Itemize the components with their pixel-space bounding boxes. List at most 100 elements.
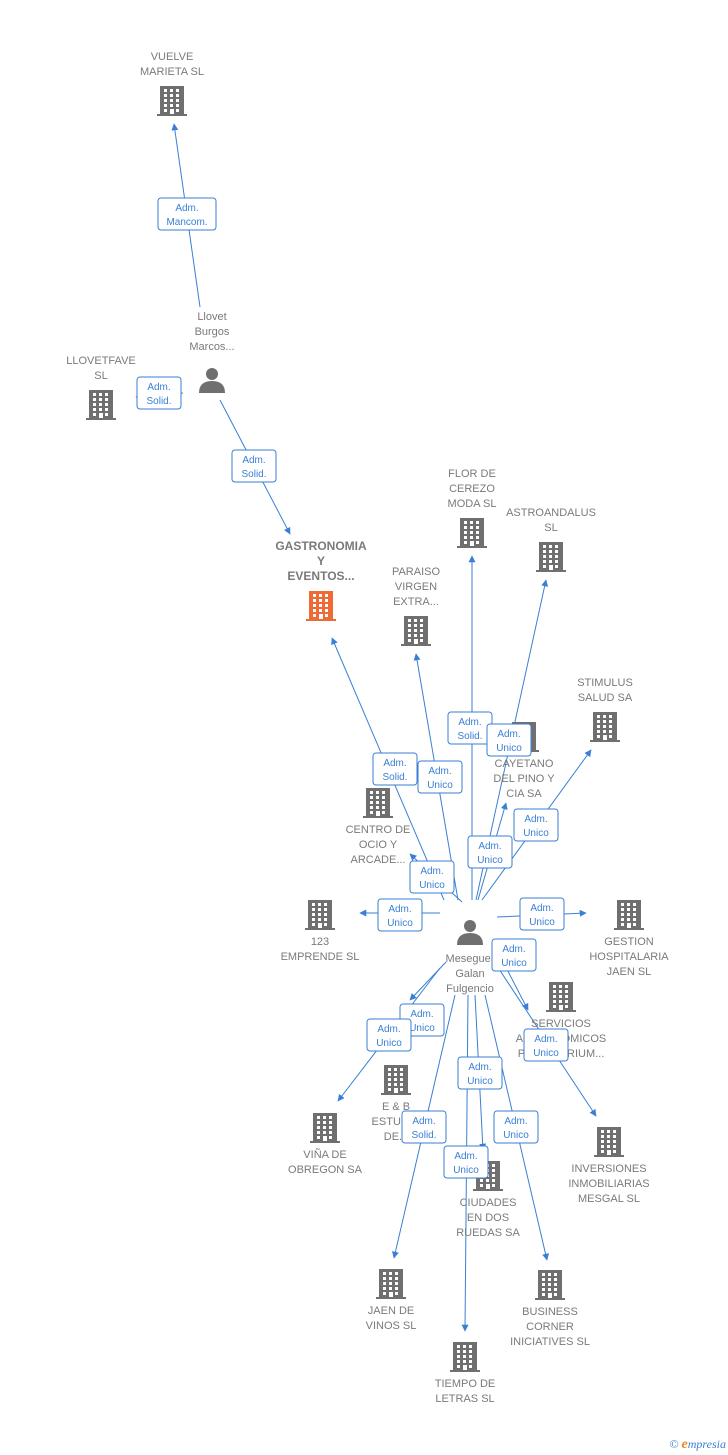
building-icon — [594, 1127, 624, 1157]
edge-label-llovet-to-gastronomia[interactable]: Adm.Solid. — [231, 449, 277, 483]
edge-label-llovet-to-vuelve[interactable]: Adm. Mancom. — [157, 197, 217, 231]
node-label: INVERSIONES — [571, 1163, 646, 1175]
node-label: JAEN DE — [368, 1305, 414, 1317]
node-label: RUEDAS SA — [456, 1227, 520, 1239]
edge-label-meseguer-to-ciudades[interactable]: Adm.Unico — [457, 1056, 503, 1090]
node-label: GASTRONOMIA — [275, 539, 367, 553]
node-label: INICIATIVES SL — [510, 1336, 590, 1348]
edge-label-text: Adm. — [377, 1024, 400, 1035]
edge-label-meseguer-to-flor[interactable]: Adm. Solid. — [447, 711, 493, 745]
edge-label-text: Unico — [533, 1048, 559, 1059]
edge-label-text: Adm. — [388, 904, 411, 915]
edge-label-text: Adm. — [458, 717, 481, 728]
edge-label-text: Adm. — [412, 1116, 435, 1127]
node-label: Galan — [455, 968, 484, 980]
building-icon — [305, 900, 335, 930]
edge-label-meseguer-to-paraiso[interactable]: Adm. Unico — [417, 760, 463, 794]
edge-label-text: Unico — [453, 1165, 479, 1176]
node-label: TIEMPO DE — [435, 1378, 496, 1390]
edge-label-text: Adm. — [420, 866, 443, 877]
edge-label-text: Adm. — [175, 203, 198, 214]
node-label: CEREZO — [449, 483, 495, 495]
edge-label-meseguer-to-astroandalus[interactable]: Adm.Unico — [486, 723, 532, 757]
edge-label-meseguer-to-tiempo[interactable]: Adm.Unico — [443, 1145, 489, 1179]
node-label: LLOVETFAVE — [66, 355, 136, 367]
edge-label-text: Unico — [467, 1076, 493, 1087]
node-llovetfave[interactable]: LLOVETFAVE SL — [66, 355, 136, 420]
node-label: Burgos — [195, 326, 230, 338]
node-label: MESGAL SL — [578, 1193, 640, 1205]
edge-label-text: Unico — [427, 780, 453, 791]
brand-logo-text: mpresia — [687, 1437, 726, 1451]
edge-label-text: Solid. — [411, 1130, 436, 1141]
edge-label-meseguer-to-business[interactable]: Adm.Unico — [493, 1110, 539, 1144]
edge-label-meseguer-to-gastronomia[interactable]: Adm.Solid. — [372, 752, 418, 786]
building-icon — [590, 712, 620, 742]
building-icon — [401, 616, 431, 646]
node-label: Llovet — [197, 311, 226, 323]
edge-label-meseguer-to-vina[interactable]: Adm. Unico — [366, 1018, 412, 1052]
edge-label-text: Adm. — [428, 766, 451, 777]
edge-label-meseguer-to-centro[interactable]: Adm.Unico — [409, 860, 455, 894]
node-gastronomia[interactable]: GASTRONOMIAYEVENTOS... — [275, 539, 367, 621]
node-label: CENTRO DE — [346, 824, 411, 836]
edge-label-text: Adm. — [502, 944, 525, 955]
edge-label-meseguer-to-gestion[interactable]: Adm.Unico — [519, 897, 565, 931]
node-label: GESTION — [604, 936, 654, 948]
edge-label-text: Adm. — [410, 1009, 433, 1020]
building-icon — [614, 900, 644, 930]
node-label: VIRGEN — [395, 581, 437, 593]
edge-label-meseguer-to-servicios[interactable]: Adm.Unico — [491, 938, 537, 972]
edge-label-text: Adm. — [534, 1034, 557, 1045]
building-icon — [363, 788, 393, 818]
node-label: ASTROANDALUS — [506, 507, 596, 519]
node-label: CIA SA — [506, 788, 542, 800]
node-tiempo[interactable]: TIEMPO DE LETRAS SL — [435, 1342, 496, 1405]
edge-label-text: Adm. — [478, 841, 501, 852]
node-label: SL — [94, 370, 107, 382]
building-icon — [310, 1113, 340, 1143]
node-label: VIÑA DE — [303, 1148, 346, 1161]
edge-label-llovet-to-llovetfave[interactable]: Adm.Solid. — [136, 376, 182, 410]
node-label: DEL PINO Y — [493, 773, 555, 785]
building-icon — [381, 1065, 411, 1095]
edge-label-text: Solid. — [457, 731, 482, 742]
node-label: LETRAS SL — [435, 1393, 494, 1405]
edge-label-text: Adm. — [504, 1116, 527, 1127]
node-label: Meseguer — [446, 953, 495, 965]
node-label: CIUDADES — [460, 1197, 517, 1209]
edge-label-meseguer-to-stimulus[interactable]: Adm.Unico — [513, 808, 559, 842]
node-label: EMPRENDE SL — [281, 951, 360, 963]
node-label: HOSPITALARIA — [589, 951, 669, 963]
node-paraiso[interactable]: PARAISOVIRGENEXTRA... — [392, 566, 441, 646]
edge-label-meseguer-to-jaen[interactable]: Adm. Solid. — [401, 1110, 447, 1144]
edge-label-text: Unico — [529, 917, 555, 928]
building-icon — [457, 518, 487, 548]
edge-label-text: Mancom. — [166, 217, 207, 228]
node-llovet[interactable]: LlovetBurgosMarcos... — [189, 311, 235, 393]
node-label: E & B — [382, 1101, 410, 1113]
edge-label-text: Unico — [477, 855, 503, 866]
edge-label-text: Solid. — [241, 469, 266, 480]
edge-label-text: Unico — [376, 1038, 402, 1049]
edge-label-meseguer-to-inversiones[interactable]: Adm. Unico — [523, 1028, 569, 1062]
node-label: SALUD SA — [578, 692, 633, 704]
brand-logo-initial: e — [681, 1437, 688, 1452]
edge-label-text: Solid. — [382, 772, 407, 783]
edge-label-meseguer-to-cayetano[interactable]: Adm. Unico — [467, 835, 513, 869]
edge-label-meseguer-to-emprende[interactable]: Adm.Unico — [377, 898, 423, 932]
